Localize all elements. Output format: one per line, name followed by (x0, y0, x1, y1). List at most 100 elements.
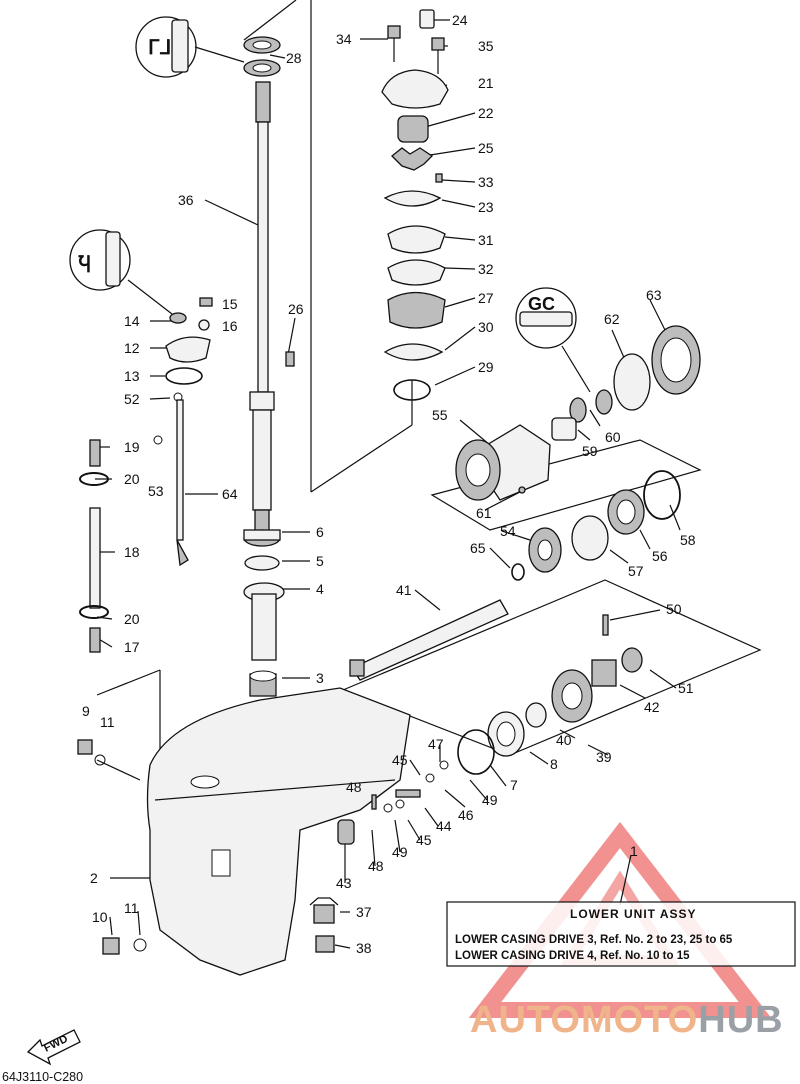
part-37-pinion (309, 897, 339, 924)
callout-36: 36 (178, 192, 194, 208)
casing-bore (190, 775, 220, 789)
part-2-lower-casing (146, 687, 411, 976)
callout-27: 27 (478, 290, 494, 306)
part-14-oil-seal (169, 312, 187, 324)
callout-62: 62 (604, 311, 620, 327)
callout-65: 65 (470, 540, 486, 556)
part-34-bolt (387, 25, 401, 62)
callout-28: 28 (286, 50, 302, 66)
callout-16: 16 (222, 318, 238, 334)
part-21-pump-housing (381, 69, 449, 109)
part-51-spring (621, 647, 643, 673)
callout-5: 5 (316, 553, 324, 569)
part-54-gear (528, 527, 562, 573)
callout-44: 44 (436, 818, 452, 834)
callout-43: 43 (336, 875, 352, 891)
part-40-bushing (525, 702, 547, 728)
callout-59: 59 (582, 443, 598, 459)
callout-7: 7 (510, 777, 518, 793)
callout-63: 63 (646, 287, 662, 303)
callout-42: 42 (644, 699, 660, 715)
part-19-grommet (89, 439, 101, 467)
part-30-gasket (383, 343, 444, 361)
callout-15: 15 (222, 296, 238, 312)
part-43-shift-cam (337, 819, 355, 845)
callout-56: 56 (652, 548, 668, 564)
callout-20a: 20 (124, 471, 140, 487)
part-29-o-ring (393, 379, 431, 401)
part-65-ring (511, 563, 525, 581)
callout-54: 54 (500, 523, 516, 539)
part-15-bolt (199, 297, 213, 307)
callout-25: 25 (478, 140, 494, 156)
part-24-collar (419, 9, 435, 29)
callout-11b: 11 (124, 900, 139, 916)
callout-50: 50 (666, 601, 682, 617)
callout-26: 26 (288, 301, 304, 317)
assembly-title-box: LOWER UNIT ASSY LOWER CASING DRIVE 3, Re… (446, 901, 796, 967)
watermark-text-automoto: AUTOMOTO (470, 999, 698, 1041)
callout-57: 57 (628, 563, 644, 579)
callout-21: 21 (478, 75, 494, 91)
part-35-bolt (431, 37, 445, 74)
callout-6: 6 (316, 524, 324, 540)
shift-plunger-group (337, 773, 435, 845)
part-56-bearing (607, 489, 645, 535)
callout-48a: 48 (346, 779, 362, 795)
callout-48b: 48 (368, 858, 384, 874)
callout-61: 61 (476, 505, 492, 521)
callout-4: 4 (316, 581, 324, 597)
part-59-needle-bearing (551, 417, 577, 441)
part-32-gasket (387, 259, 446, 286)
part-6-bearing (243, 529, 281, 547)
part-46-plunger (395, 789, 421, 798)
callout-55: 55 (432, 407, 448, 423)
svg-text:AUTOMOTOHUB: AUTOMOTOHUB (470, 999, 784, 1041)
callout-60: 60 (605, 429, 621, 445)
callout-58: 58 (680, 532, 696, 548)
callout-35: 35 (478, 38, 494, 54)
part-45-ball (425, 773, 435, 783)
part-60-oil-seals (569, 389, 613, 423)
svg-text:Ⴏ: Ⴏ (78, 255, 91, 277)
callout-53: 53 (148, 483, 164, 499)
callout-33: 33 (478, 174, 494, 190)
part-58-o-ring (643, 470, 681, 520)
part-7-shim (457, 729, 495, 775)
part-10-screw (102, 937, 120, 955)
part-31-outer-plate (387, 225, 446, 254)
part-4-sleeve (243, 582, 285, 661)
callout-29: 29 (478, 359, 494, 375)
part-22-insert (397, 115, 429, 143)
part-8-bearing (487, 711, 525, 757)
callout-17: 17 (124, 639, 140, 655)
callout-32: 32 (478, 261, 494, 277)
detail-balloon-seal-14: Ⴏ (69, 229, 173, 315)
callout-47: 47 (428, 736, 444, 752)
callout-51: 51 (678, 680, 694, 696)
part-11-gasket-top (94, 754, 106, 766)
part-49-ring (383, 803, 393, 813)
assembly-note-line-1: LOWER CASING DRIVE 3, Ref. No. 2 to 23, … (455, 934, 733, 946)
callout-52: 52 (124, 391, 140, 407)
part-11-gasket-bottom (133, 938, 147, 952)
part-62-ring (613, 353, 651, 411)
callout-20b: 20 (124, 611, 140, 627)
callout-37: 37 (356, 904, 372, 920)
part-5-washer (244, 555, 280, 571)
callout-9: 9 (82, 703, 90, 719)
callout-numbers: 24 34 35 21 28 22 25 33 23 36 31 32 27 3… (82, 12, 696, 956)
assembly-title: LOWER UNIT ASSY (570, 907, 697, 921)
assembly-note-line-2: LOWER CASING DRIVE 4, Ref. No. 10 to 15 (455, 950, 690, 962)
assembly-lines (95, 0, 762, 949)
callout-45a: 45 (392, 752, 408, 768)
callout-34: 34 (336, 31, 352, 47)
detail-balloon-seals-60: GC (515, 287, 591, 393)
part-13-o-ring (165, 367, 203, 385)
callout-8: 8 (550, 756, 558, 772)
callout-1: 1 (630, 843, 638, 859)
callout-22: 22 (478, 105, 494, 121)
part-20-clamp-top (79, 472, 109, 486)
callout-38: 38 (356, 940, 372, 956)
callout-64: 64 (222, 486, 238, 502)
